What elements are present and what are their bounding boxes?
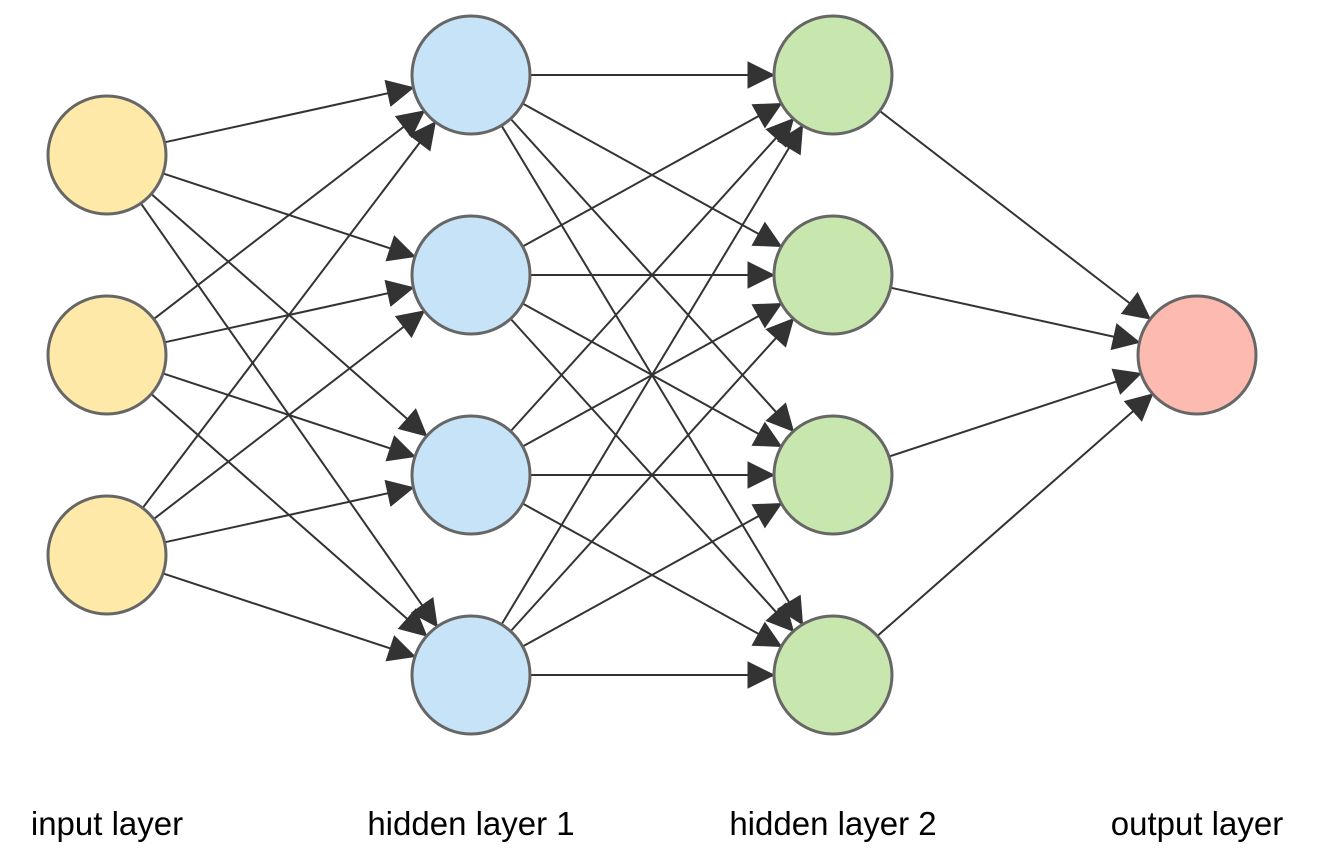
connection-hidden1-4-to-hidden2-3 bbox=[522, 513, 763, 648]
arrowhead-hidden1-3 bbox=[384, 479, 415, 507]
arrowhead-hidden1-2 bbox=[384, 279, 415, 307]
arrowhead-hidden2-1 bbox=[747, 61, 776, 89]
arrowhead-hidden1-2 bbox=[385, 235, 417, 262]
arrowhead-hidden2-3 bbox=[751, 421, 783, 448]
arrowhead-hidden2-1 bbox=[777, 124, 804, 156]
connection-input-2-to-hidden1-1 bbox=[153, 123, 408, 320]
arrowhead-hidden2-2 bbox=[751, 221, 783, 248]
hidden2-node-3 bbox=[772, 414, 894, 536]
connection-hidden1-2-to-hidden2-1 bbox=[522, 113, 763, 248]
connection-input-2-to-hidden1-4 bbox=[150, 393, 411, 623]
connection-hidden2-3-to-output-1 bbox=[888, 379, 1121, 458]
hidden2-node-1 bbox=[772, 14, 894, 136]
arrowhead-hidden2-3 bbox=[747, 461, 776, 489]
connection-input-3-to-hidden1-4 bbox=[162, 572, 395, 651]
hidden1-node-4 bbox=[410, 614, 532, 736]
arrowhead-hidden1-2 bbox=[394, 310, 426, 339]
arrowhead-hidden2-4 bbox=[747, 661, 776, 689]
input-layer-label: input layer bbox=[31, 805, 183, 842]
connection-input-2-to-hidden1-2 bbox=[164, 291, 393, 344]
connection-hidden1-3-to-hidden2-2 bbox=[522, 313, 763, 448]
connection-hidden1-2-to-hidden2-4 bbox=[509, 318, 780, 616]
arrowhead-hidden1-3 bbox=[385, 435, 417, 462]
connections bbox=[140, 61, 1154, 689]
connection-hidden1-1-to-hidden2-3 bbox=[509, 118, 780, 416]
arrowhead-hidden2-2 bbox=[765, 317, 795, 348]
arrowhead-hidden1-1 bbox=[394, 110, 426, 139]
hidden1-node-2 bbox=[410, 214, 532, 336]
arrowhead-hidden2-4 bbox=[751, 621, 783, 648]
arrowhead-hidden1-4 bbox=[397, 608, 428, 637]
hidden-layer-2-label: hidden layer 2 bbox=[729, 805, 936, 842]
neurons bbox=[46, 14, 1258, 736]
arrowhead-hidden2-2 bbox=[751, 302, 783, 329]
arrowhead-hidden2-4 bbox=[765, 602, 795, 633]
connection-hidden1-2-to-hidden2-3 bbox=[522, 302, 763, 437]
arrowhead-output-1 bbox=[1111, 368, 1143, 395]
arrowhead-output-1 bbox=[1120, 291, 1152, 320]
arrowhead-output-1 bbox=[1123, 393, 1154, 422]
hidden2-node-4 bbox=[772, 614, 894, 736]
connection-hidden1-4-to-hidden2-1 bbox=[500, 143, 793, 625]
connection-input-3-to-hidden1-2 bbox=[153, 323, 408, 520]
connection-hidden2-1-to-output-1 bbox=[879, 110, 1134, 307]
arrowhead-hidden1-1 bbox=[384, 79, 415, 107]
hidden2-node-2 bbox=[772, 214, 894, 336]
hidden1-node-3 bbox=[410, 414, 532, 536]
connection-input-3-to-hidden1-1 bbox=[141, 138, 423, 509]
connection-input-3-to-hidden1-3 bbox=[164, 491, 393, 544]
hidden1-node-1 bbox=[410, 14, 532, 136]
output-node-1 bbox=[1136, 294, 1258, 416]
connection-input-2-to-hidden1-3 bbox=[162, 372, 395, 451]
arrowhead-hidden2-3 bbox=[751, 502, 783, 529]
arrowhead-hidden2-1 bbox=[751, 102, 783, 129]
connection-hidden2-4-to-output-1 bbox=[876, 407, 1137, 637]
output-layer-label: output layer bbox=[1111, 805, 1283, 842]
input-node-1 bbox=[46, 94, 168, 216]
connection-input-1-to-hidden1-2 bbox=[162, 172, 395, 251]
input-node-3 bbox=[46, 494, 168, 616]
layer-labels: input layer hidden layer 1 hidden layer … bbox=[31, 805, 1283, 842]
connection-input-1-to-hidden1-3 bbox=[150, 193, 411, 423]
arrowhead-hidden1-4 bbox=[410, 597, 438, 628]
connection-hidden1-4-to-hidden2-2 bbox=[509, 334, 780, 632]
connection-hidden1-1-to-hidden2-4 bbox=[500, 125, 793, 607]
arrowhead-hidden1-4 bbox=[385, 635, 417, 662]
hidden-layer-1-label: hidden layer 1 bbox=[367, 805, 574, 842]
arrowhead-hidden2-4 bbox=[777, 594, 804, 626]
arrowhead-hidden1-1 bbox=[408, 121, 437, 152]
connection-input-1-to-hidden1-4 bbox=[140, 202, 426, 610]
arrowhead-hidden2-2 bbox=[747, 261, 776, 289]
connection-hidden1-3-to-hidden2-1 bbox=[509, 134, 780, 432]
connection-hidden1-3-to-hidden2-4 bbox=[522, 502, 763, 637]
connection-hidden2-2-to-output-1 bbox=[890, 286, 1119, 339]
input-node-2 bbox=[46, 294, 168, 416]
arrowhead-output-1 bbox=[1110, 323, 1141, 351]
connection-input-1-to-hidden1-1 bbox=[164, 91, 393, 144]
connection-hidden1-1-to-hidden2-2 bbox=[522, 102, 763, 237]
arrowhead-hidden1-3 bbox=[397, 408, 428, 437]
arrowhead-hidden2-3 bbox=[765, 402, 795, 433]
